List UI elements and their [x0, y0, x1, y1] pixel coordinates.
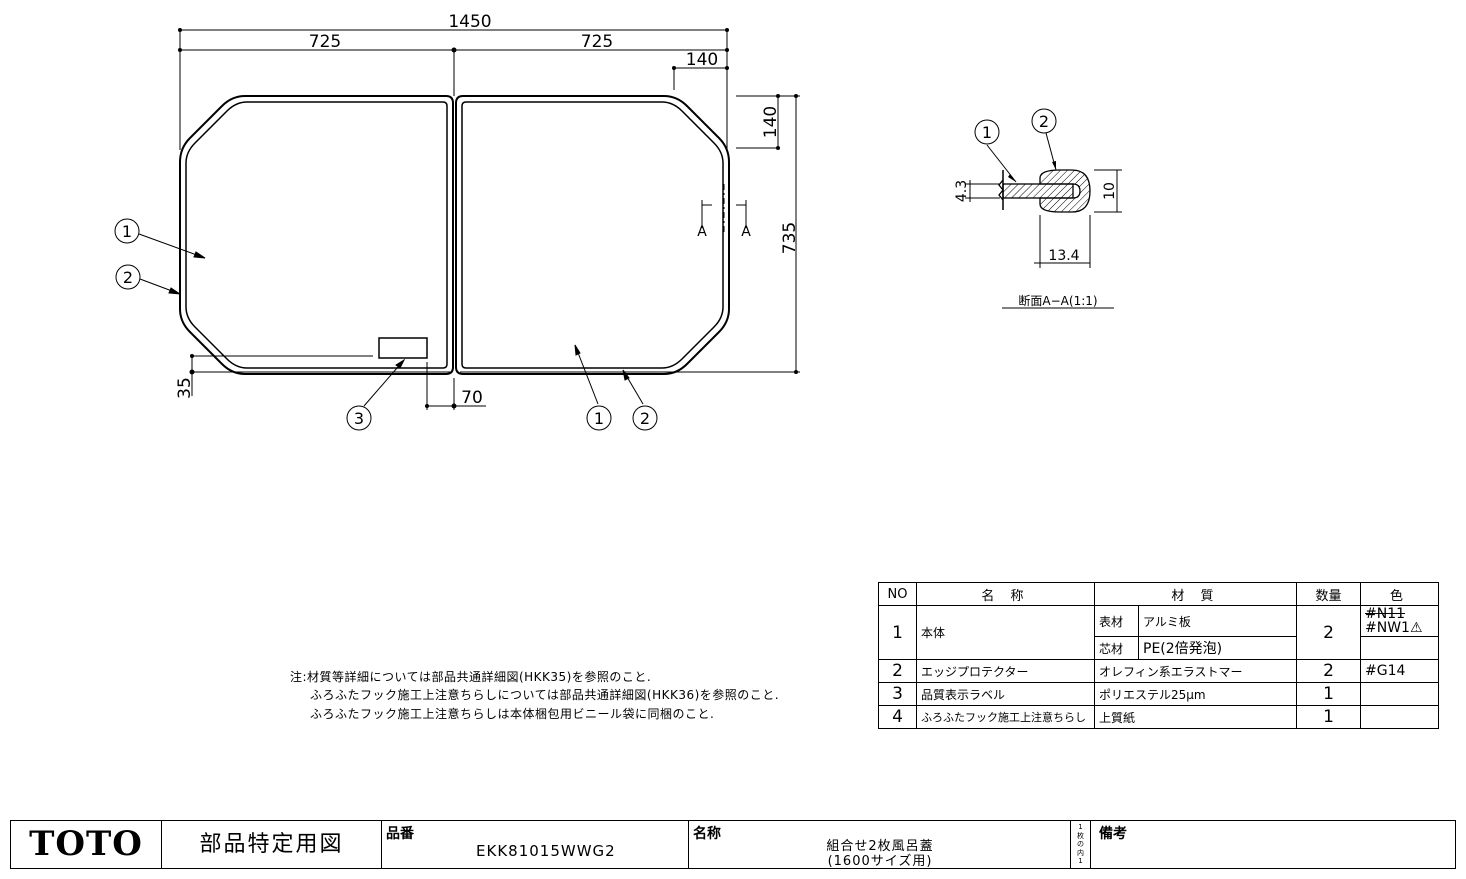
dim-corner-x: 140	[686, 50, 718, 70]
brand-logo: TOTO	[11, 821, 162, 868]
dim-bottom-offset: 35	[175, 377, 195, 399]
row1-color-blank	[1360, 636, 1439, 660]
note-line-3: ふろふたフック施工上注意ちらしは本体梱包用ビニール袋に同梱のこと.	[310, 707, 715, 721]
name-cell: 名称 組合せ2枚風呂蓋 (1600サイズ用)	[689, 821, 1071, 869]
row1-sub2-value: PE(2倍発泡)	[1138, 636, 1297, 660]
section-dim-thickness: 4.3	[954, 180, 970, 202]
part-number-cell: 品番 EKK81015WWG2	[382, 821, 689, 868]
part-number-label: 品番	[386, 826, 414, 842]
part-number: EKK81015WWG2	[476, 842, 616, 860]
dim-overall-width: 1450	[448, 12, 491, 32]
dimension-lines	[178, 28, 800, 410]
note-line-1: 注:材質等詳細については部品共通詳細図(HKK35)を参照のこと.	[290, 670, 652, 684]
row1-sub1-label: 表材	[1094, 605, 1139, 637]
row4-material: 上質紙	[1094, 705, 1297, 729]
section-dim-width: 13.4	[1048, 248, 1079, 264]
name-line-2: (1600サイズ用)	[827, 854, 933, 869]
header-color: 色	[1360, 582, 1439, 606]
row1-name: 本体	[916, 605, 1095, 660]
table-row: 4 ふろふたフック施工上注意ちらし 上質紙 1	[878, 705, 1439, 729]
row3-material: ポリエステル25μm	[1094, 682, 1297, 706]
title-block: TOTO 部品特定用図 品番 EKK81015WWG2 名称 組合せ2枚風呂蓋 …	[10, 820, 1456, 869]
dim-half-right: 725	[581, 32, 613, 52]
right-panel-outline	[455, 95, 730, 375]
sheet-1: 1	[1078, 823, 1083, 831]
quality-label-rect	[378, 337, 428, 359]
callout-edge-left: 2	[123, 268, 133, 287]
table-row: 1 本体 表材 アルミ板 2 #N11 #NW1⚠	[878, 605, 1439, 660]
header-material: 材 質	[1094, 582, 1297, 606]
row2-qty: 2	[1296, 659, 1361, 683]
note-line-2: ふろふたフック施工上注意ちらしについては部品共通詳細図(HKK36)を参照のこと…	[310, 688, 780, 702]
row1-color-old: #N11	[1365, 606, 1406, 622]
callout-section-body: 1	[982, 123, 992, 142]
header-name: 名 称	[916, 582, 1095, 606]
dim-half-left: 725	[309, 32, 341, 52]
row1-no: 1	[878, 605, 917, 660]
sheet-5: 1	[1078, 857, 1083, 865]
dim-overall-height: 735	[780, 222, 800, 254]
dim-gap-offset: 70	[461, 388, 483, 408]
row3-no: 3	[878, 682, 917, 706]
section-mark-left: A	[697, 224, 707, 240]
doc-type: 部品特定用図	[162, 821, 382, 868]
sheet-2: 枚	[1077, 831, 1084, 840]
row1-color-new: #NW1⚠	[1365, 620, 1423, 636]
callout-leaders	[138, 233, 644, 407]
sheet-3: の	[1077, 840, 1084, 848]
row1-sub1-value: アルミ板	[1138, 605, 1297, 637]
callout-edge-right: 2	[640, 409, 650, 428]
section-detail	[965, 132, 1122, 309]
table-row: 3 品質表示ラベル ポリエステル25μm 1	[878, 682, 1439, 706]
callout-label: 3	[354, 409, 364, 428]
remarks-label: 備考	[1099, 826, 1127, 842]
row1-qty: 2	[1296, 605, 1361, 660]
table-header-row: NO 名 称 材 質 数量 色	[878, 582, 1439, 606]
parts-table: NO 名 称 材 質 数量 色 1 本体 表材 アルミ板 2 #N11 #NW1…	[878, 582, 1439, 729]
row4-no: 4	[878, 705, 917, 729]
callout-section-edge: 2	[1039, 112, 1049, 131]
row1-color: #N11 #NW1⚠	[1360, 605, 1439, 637]
header-no: NO	[878, 582, 917, 606]
sheet-cell: 1 枚 の 内 1	[1071, 821, 1091, 868]
section-mark-right: A	[741, 224, 751, 240]
callout-circles	[114, 108, 1057, 431]
table-row: 2 エッジプロテクター オレフィン系エラストマー 2 #G14	[878, 659, 1439, 683]
row1-sub2-label: 芯材	[1094, 636, 1139, 660]
callout-body-right: 1	[594, 409, 604, 428]
header-qty: 数量	[1296, 582, 1361, 606]
section-caption: 断面A−A(1:1)	[1018, 293, 1097, 308]
callout-body-left: 1	[122, 222, 132, 241]
left-panel-outline	[179, 95, 454, 375]
remarks-cell: 備考	[1091, 821, 1455, 868]
row2-name: エッジプロテクター	[916, 659, 1095, 683]
section-dim-height: 10	[1102, 182, 1118, 200]
row4-name: ふろふたフック施工上注意ちらし	[916, 705, 1095, 729]
row2-color: #G14	[1360, 659, 1439, 683]
row2-no: 2	[878, 659, 917, 683]
row4-color	[1360, 705, 1439, 729]
dim-corner-y: 140	[761, 106, 781, 138]
row3-qty: 1	[1296, 682, 1361, 706]
sheet-4: 内	[1077, 848, 1084, 857]
row3-name: 品質表示ラベル	[916, 682, 1095, 706]
name-label: 名称	[693, 826, 721, 842]
row3-color	[1360, 682, 1439, 706]
name-line-1: 組合せ2枚風呂蓋	[826, 839, 934, 854]
row4-qty: 1	[1296, 705, 1361, 729]
row2-material: オレフィン系エラストマー	[1094, 659, 1297, 683]
